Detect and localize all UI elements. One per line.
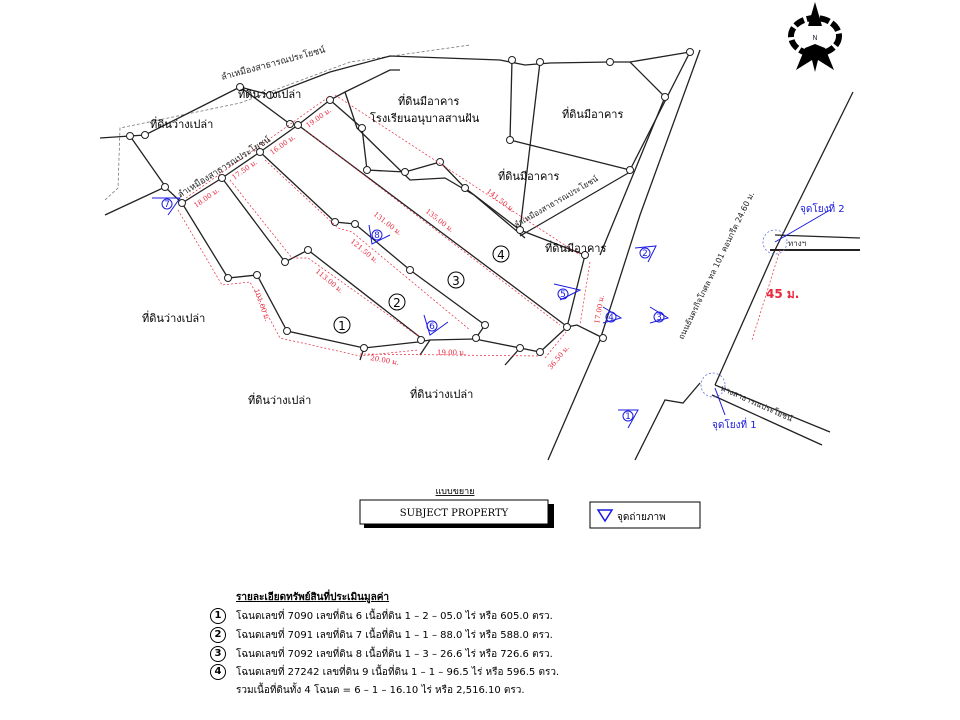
measure-101: 101.00 ม.: [252, 288, 271, 322]
svg-text:1: 1: [338, 319, 346, 333]
label-vacant-land: ที่ดินว่างเปล่า: [410, 386, 473, 401]
land-labels: ที่ดินว่างเปล่า ที่ดินว่างเปล่า ที่ดินว่…: [142, 43, 806, 423]
north-compass-icon: N: [788, 2, 842, 72]
measure-19: 19.00 ม.: [305, 106, 333, 129]
legend: แบบขยาย SUBJECT PROPERTY จุดถ่ายภาพ: [359, 487, 701, 529]
label-reference-point-1: จุดโยงที่ 1: [712, 417, 757, 431]
label-canal: ลำเหมืองสาธารณประโยชน์: [175, 133, 272, 200]
parcel-3-marker: 3: [447, 271, 465, 289]
canal-boundary: [104, 44, 471, 201]
measure-36-5: 36.50 ม.: [546, 344, 571, 371]
compass-north-label: N: [812, 34, 817, 42]
label-school: โรงเรียนอนุบาลสานฝัน: [370, 111, 480, 125]
label-built-land: ที่ดินมีอาคาร: [498, 168, 559, 183]
camera-point-icon: 3: [649, 306, 670, 324]
label-vacant-land: ที่ดินว่างเปล่า: [150, 116, 213, 131]
parcel-2-marker: 2: [388, 293, 406, 311]
svg-text:5: 5: [560, 290, 566, 300]
svg-text:3: 3: [452, 274, 460, 288]
label-built-land: ที่ดินมีอาคาร: [545, 240, 606, 255]
label-built-land: ที่ดินมีอาคาร: [562, 106, 623, 121]
label-vacant-land: ที่ดินว่างเปล่า: [248, 392, 311, 407]
parcel-numbers: 1 2 3 4: [333, 245, 510, 334]
svg-text:6: 6: [429, 322, 435, 332]
row-number: 4: [210, 664, 226, 680]
details-row: โฉนดเลขที่ 7091 เลขที่ดิน 7 เนื้อที่ดิน …: [236, 630, 553, 641]
label-side-road: ทางฯ: [788, 239, 806, 248]
camera-point-icon: 1: [618, 409, 639, 429]
reference-points: จุดโยงที่ 2 จุดโยงที่ 1 45 ม.: [700, 201, 845, 431]
camera-point-icon: 4: [602, 306, 623, 324]
measure-113: 113.00 ม.: [314, 267, 345, 295]
legend-subject-property: SUBJECT PROPERTY: [400, 508, 509, 519]
svg-text:1: 1: [625, 412, 631, 422]
svg-text:8: 8: [374, 231, 380, 241]
details-total: รวมเนื้อที่ดินทั้ง 4 โฉนด = 6 – 1 – 16.1…: [236, 685, 525, 696]
camera-point-icon: 8: [368, 224, 391, 245]
svg-text:2: 2: [642, 249, 648, 259]
label-vacant-land: ที่ดินว่างเปล่า: [238, 86, 301, 101]
svg-text:2: 2: [393, 296, 401, 310]
row-number: 3: [210, 646, 226, 662]
row-number: 2: [210, 627, 226, 643]
camera-point-icon: 2: [634, 245, 657, 263]
svg-text:3: 3: [656, 313, 662, 323]
measure-19b: 19.00 ม.: [437, 349, 466, 357]
details-title: รายละเอียดทรัพย์สินที่ประเมินมูลค่า: [236, 592, 390, 603]
photo-points: 1 2 3 4 5 6 7 8: [152, 197, 670, 429]
row-number: 1: [210, 608, 226, 624]
details-row: โฉนดเลขที่ 7092 เลขที่ดิน 8 เนื้อที่ดิน …: [236, 649, 553, 660]
legend-title: แบบขยาย: [436, 487, 475, 497]
details-row: โฉนดเลขที่ 27242 เลขที่ดิน 9 เนื้อที่ดิน…: [236, 667, 560, 678]
legend-photo-point: จุดถ่ายภาพ: [617, 512, 666, 523]
svg-text:4: 4: [608, 313, 614, 323]
label-vacant-land: ที่ดินว่างเปล่า: [142, 310, 205, 325]
camera-point-icon: [596, 509, 614, 523]
parcel-4-marker: 4: [492, 245, 510, 263]
camera-point-icon: 6: [423, 314, 449, 336]
boundary-markers: [126, 48, 694, 356]
parcel-1-marker: 1: [333, 316, 351, 334]
camera-point-icon: 7: [152, 197, 181, 216]
svg-text:4: 4: [497, 248, 505, 262]
svg-text:7: 7: [164, 200, 170, 210]
camera-point-icon: 5: [553, 283, 582, 301]
measure-16: 16.00 ม.: [269, 133, 297, 156]
details-row: โฉนดเลขที่ 7090 เลขที่ดิน 6 เนื้อที่ดิน …: [236, 611, 553, 622]
label-reference-point-2: จุดโยงที่ 2: [800, 201, 845, 215]
label-built-land: ที่ดินมีอาคาร: [398, 93, 459, 108]
label-distance: 45 ม.: [766, 287, 799, 301]
measure-20: 20.00 ม.: [370, 354, 400, 367]
measurement-lines: [177, 94, 781, 359]
measure-141-5: 141.50 ม.: [485, 187, 516, 214]
measure-17: 17.00 ม.: [593, 294, 606, 324]
